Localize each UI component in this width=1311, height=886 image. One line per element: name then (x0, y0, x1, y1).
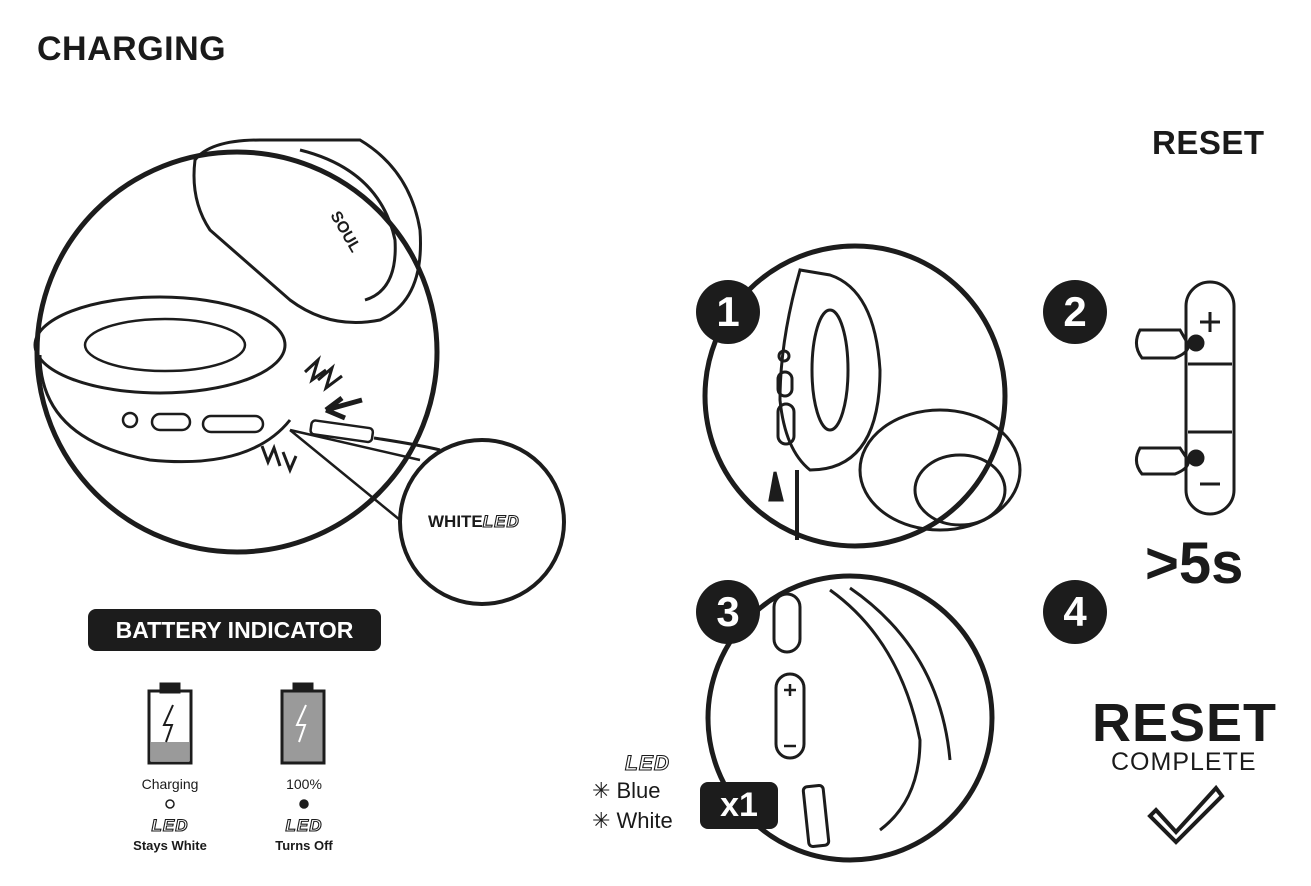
step1-illustration (702, 243, 1022, 549)
battery-icons (147, 682, 326, 809)
step-3-badge: 3 (696, 580, 760, 644)
reset-complete-subtitle: COMPLETE (1111, 748, 1257, 776)
sparkle-icon: ✳ (592, 778, 611, 803)
page-title: CHARGING (37, 30, 227, 68)
step3-led-title: LED (624, 751, 670, 775)
step2-illustration (1135, 280, 1236, 516)
battery-led-charging: LED (151, 815, 189, 835)
step-2-badge: 2 (1043, 280, 1107, 344)
step3-illustration (705, 573, 995, 863)
led-blue-label: Blue (616, 778, 661, 803)
check-icon (1147, 784, 1225, 845)
battery-led-full: LED (285, 815, 323, 835)
battery-indicator-label: BATTERY INDICATOR (88, 609, 381, 651)
svg-text:SOUL: SOUL (327, 209, 364, 256)
battery-caption-full: 100% (286, 776, 322, 792)
battery-caption-charging: Charging (141, 776, 199, 792)
flash-count-badge: x1 (700, 782, 778, 829)
charging-illustration: SOUL (33, 138, 566, 606)
hold-duration: >5s (1145, 531, 1244, 596)
step-1-badge: 1 (696, 280, 760, 344)
step-4-badge: 4 (1043, 580, 1107, 644)
battery-status-charging: Stays White (133, 838, 207, 853)
reset-title: RESET (1152, 124, 1265, 161)
reset-complete-title: RESET (1092, 693, 1278, 753)
callout-white-label: WHITELED (428, 511, 520, 532)
led-blue-row: ✳ Blue (592, 778, 660, 804)
battery-status-full: Turns Off (275, 838, 333, 853)
led-white-label: White (616, 808, 673, 833)
callout-led: LED (482, 511, 520, 531)
callout-white: WHITE (428, 512, 483, 531)
sparkle-icon: ✳ (592, 808, 611, 833)
led-white-row: ✳ White (592, 808, 673, 834)
